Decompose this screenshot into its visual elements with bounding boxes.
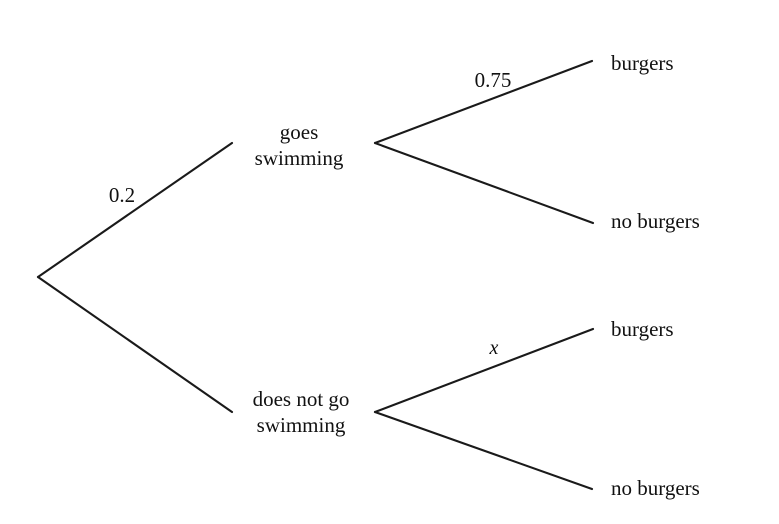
node-goes-swimming: goes swimming: [255, 119, 344, 171]
node-does-not-go-swimming-line1: does not go: [252, 387, 350, 411]
node-does-not-go-swimming: does not go swimming: [253, 386, 350, 438]
node-does-not-go-swimming-line2: swimming: [256, 413, 346, 437]
node-goes-swimming-line2: swimming: [254, 146, 344, 170]
branch-does-not-go-swimming-to-no-burgers: [373, 410, 594, 491]
edge-label-does-not-go-swimming-to-burgers: x: [489, 337, 499, 359]
leaf-bottom-no-burgers: no burgers: [611, 476, 700, 500]
branch-root-to-does-not-go-swimming: [36, 275, 234, 414]
leaf-top-burgers: burgers: [611, 51, 674, 75]
branch-goes-swimming-to-burgers: [373, 59, 594, 145]
branch-root-to-goes-swimming: [36, 141, 234, 279]
edge-label-goes-swimming-to-burgers: 0.75: [474, 68, 512, 92]
branch-goes-swimming-to-no-burgers: [373, 141, 595, 225]
leaf-top-no-burgers: no burgers: [611, 209, 700, 233]
node-goes-swimming-line1: goes: [279, 120, 319, 144]
edge-label-root-to-goes-swimming: 0.2: [108, 183, 136, 207]
leaf-bottom-burgers: burgers: [611, 317, 674, 341]
branch-does-not-go-swimming-to-burgers: [373, 327, 595, 414]
